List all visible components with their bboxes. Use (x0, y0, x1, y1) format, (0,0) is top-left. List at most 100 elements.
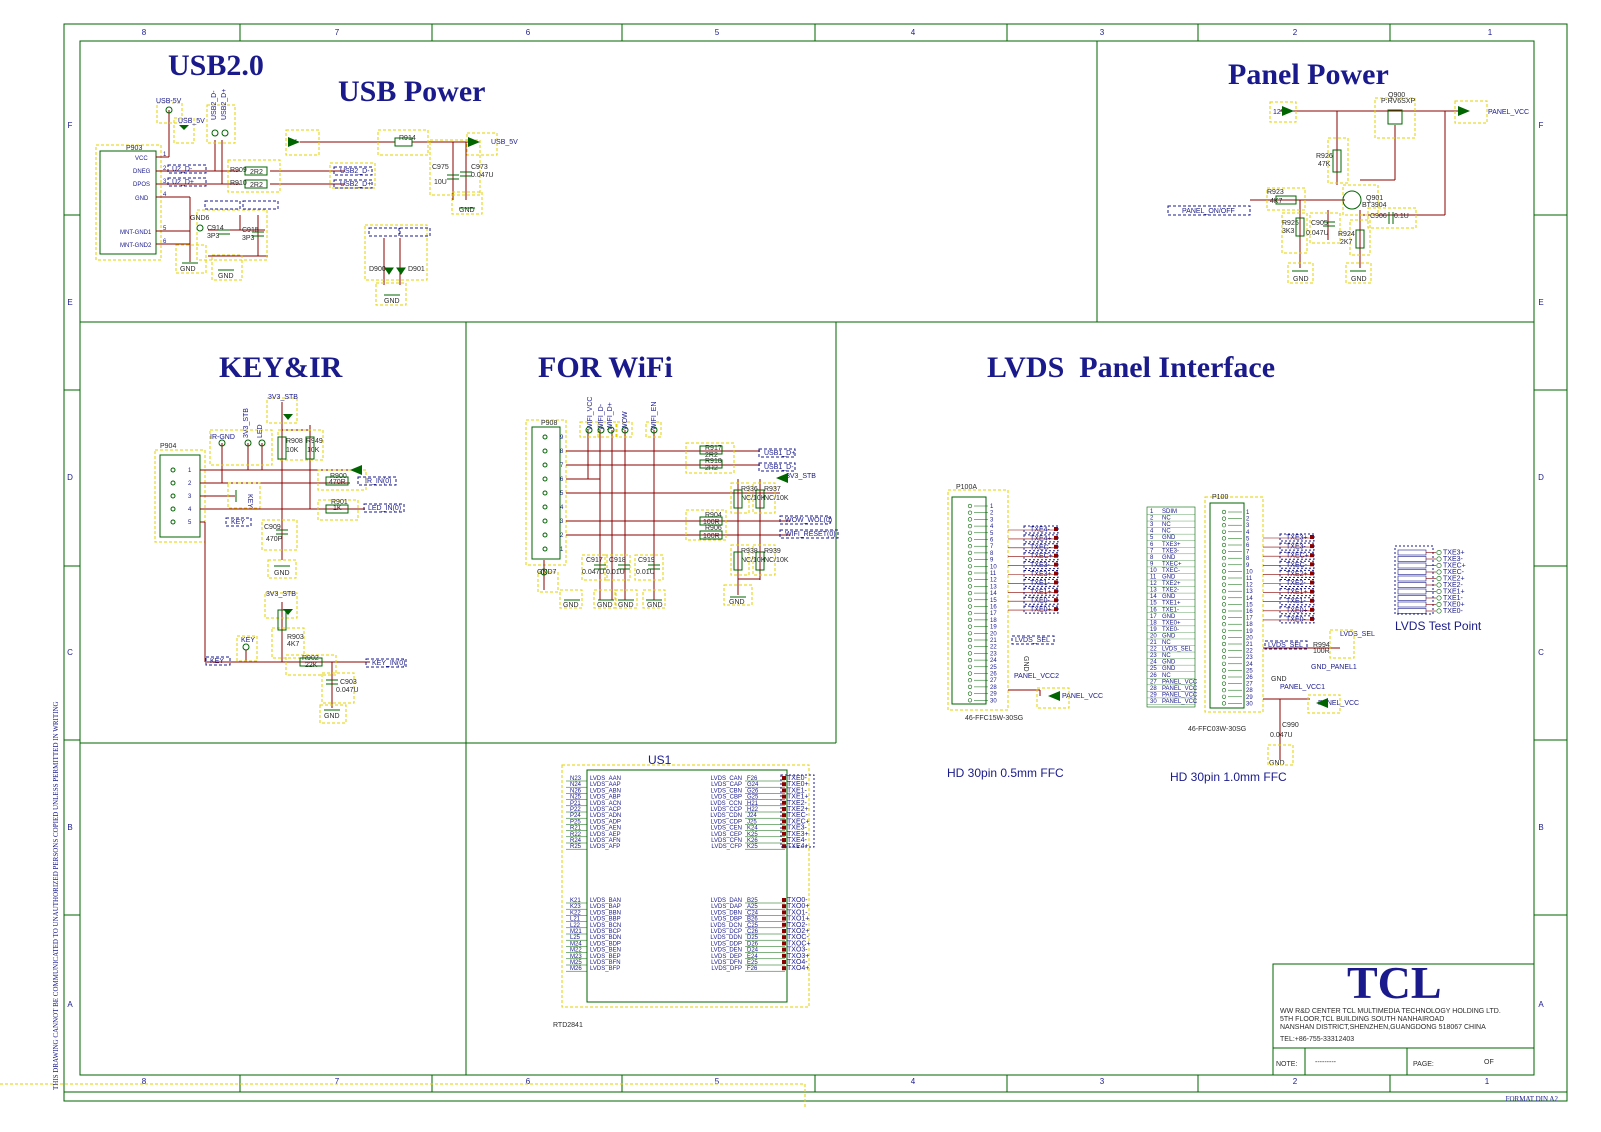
usb-pin-num: 4 (163, 192, 167, 198)
p100-net-label: TXE2- (1286, 580, 1307, 587)
note-value: --------- (1315, 1059, 1337, 1066)
net-label: KEY (210, 658, 224, 665)
p100a-net-label: TXE3- (1030, 562, 1051, 569)
net-label: LVDS_SEL (1015, 637, 1050, 644)
connector-contact (967, 503, 973, 509)
connector-contact (967, 651, 973, 656)
us1-net-port (782, 966, 786, 971)
p100-net-port (1310, 589, 1314, 594)
p100a-net-label: TXE1+ (1030, 589, 1052, 596)
test-point-pad (1436, 608, 1442, 614)
test-point-label: TXE1+ (1443, 589, 1465, 596)
us1-pin-number: C25 (747, 923, 759, 929)
connector-pin-number: 20 (990, 631, 997, 637)
p100a-net-label: TXEC+ (1030, 553, 1053, 560)
us1-net-port (782, 898, 786, 902)
part-value: NC/10K (764, 495, 789, 502)
net-label: GND_PANEL1 (1311, 664, 1357, 671)
p100-net-label: TXE2+ (1286, 571, 1308, 578)
p100-list-name: TXE2- (1162, 588, 1179, 594)
usb-connector-ref: P903 (126, 145, 142, 152)
connector-pin-number: 2 (990, 511, 994, 517)
us1-net-label: TXO2- (787, 922, 808, 929)
us1-net-port (782, 916, 786, 921)
p100-list-name: TXE3- (1162, 548, 1179, 554)
col-label: 3 (1100, 1077, 1105, 1086)
p100a-net-label: TXE3+ (1030, 571, 1052, 578)
p100-list-number: 20 (1150, 633, 1157, 639)
net-label: LVDS_SEL (1268, 642, 1303, 649)
us1-net-port (782, 794, 786, 799)
net-label: LED_IN(0) (368, 505, 401, 512)
test-point-net-box (1397, 588, 1427, 595)
us1-pin-name: LVDS_AFN (590, 838, 621, 844)
col-label: 8 (142, 28, 147, 37)
connector-pin-number: 22 (990, 645, 997, 651)
connector-contact (967, 590, 973, 596)
connector-pin-number: 28 (990, 685, 997, 691)
us1-pin-number: K21 (570, 898, 581, 904)
usb-pin-num: 1 (163, 152, 167, 158)
part-ref: R939 (764, 548, 781, 555)
connector-contact (1221, 562, 1227, 567)
connector-contact (967, 584, 973, 589)
us1-pin-number: D25 (747, 935, 759, 941)
connector-contact (1221, 589, 1227, 594)
p100-list-number: 3 (1150, 522, 1154, 528)
test-point-label: TXEC+ (1443, 563, 1466, 570)
part-value: 0.047U (336, 687, 359, 694)
us1-net-port (782, 776, 786, 780)
part-value: 2K7 (1340, 239, 1353, 246)
wifi-pin-num: 3 (560, 519, 564, 525)
row-label: D (67, 473, 73, 482)
us1-pin-name: LVDS_CCP (711, 807, 742, 813)
connector-contact (967, 530, 973, 535)
us1-pin-name: LVDS_BAP (590, 904, 621, 910)
p100-net-port (1310, 598, 1314, 603)
key-pin-num: 4 (188, 507, 192, 513)
connector-pin-number: 11 (990, 571, 997, 577)
net-label: IR-GND (210, 434, 235, 441)
us1-pin-name: LVDS_BAN (590, 898, 621, 904)
column-labels-top: 8 7 6 5 4 3 2 1 (142, 28, 1493, 37)
us1-pin-name: LVDS_DBN (711, 910, 742, 916)
us1-pin-number: P22 (570, 807, 581, 813)
p100a-net-port (1054, 535, 1058, 540)
gnd-label: GND (1022, 656, 1029, 672)
p100-list-name: NC (1162, 673, 1171, 679)
wifi-pin-num: 9 (560, 435, 564, 441)
company-address: 5TH FLOOR,TCL BUILDING SOUTH NANHAIROAD (1280, 1016, 1444, 1023)
net-label: WIFI_VCC (587, 397, 594, 430)
p100-net-port (1310, 544, 1314, 549)
connector-contact (967, 604, 973, 609)
gnd-label: GND (1271, 676, 1287, 683)
gnd-label: GND (180, 266, 196, 273)
connector-pin-number: 10 (1246, 569, 1253, 575)
wifi-circuit: P908 9 8 7 6 5 4 3 2 1 (525, 397, 839, 609)
us1-net-label: TXO4- (787, 959, 808, 966)
test-point-pad (1436, 549, 1442, 555)
us1-pin-name: LVDS_DCN (710, 923, 742, 929)
test-point-pad (1436, 562, 1442, 568)
us1-pin-number: P21 (570, 801, 581, 807)
us1-net-group (780, 774, 815, 848)
row-label: A (67, 1000, 73, 1009)
part-ref: C990 (1282, 722, 1299, 729)
us1-pin-number: E25 (747, 960, 758, 966)
test-point-label: TXE2+ (1443, 576, 1465, 583)
p100-net-port (1310, 535, 1314, 539)
connector-contact (967, 671, 973, 676)
usb-pin-num: 6 (163, 239, 167, 245)
wifi-pin-num: 4 (560, 505, 564, 511)
net-label: KEY_IN(0) (372, 660, 405, 667)
p100-list-name: GND (1162, 594, 1176, 600)
us1-pin-name: LVDS_DBP (711, 917, 742, 923)
us1-net-port (782, 819, 786, 824)
lvds-test-points: TXE3+TXE3-TXEC+TXEC-TXE2+TXE2-TXE1+TXE1-… (1397, 549, 1466, 615)
test-point-pad (1436, 595, 1442, 601)
part-ref: R904 (705, 512, 722, 519)
p100-net-port (1310, 580, 1314, 585)
net-label: KEY (241, 637, 255, 644)
lvds-test-point-title: LVDS Test Point (1395, 619, 1482, 633)
p100-list-number: 15 (1150, 601, 1157, 607)
